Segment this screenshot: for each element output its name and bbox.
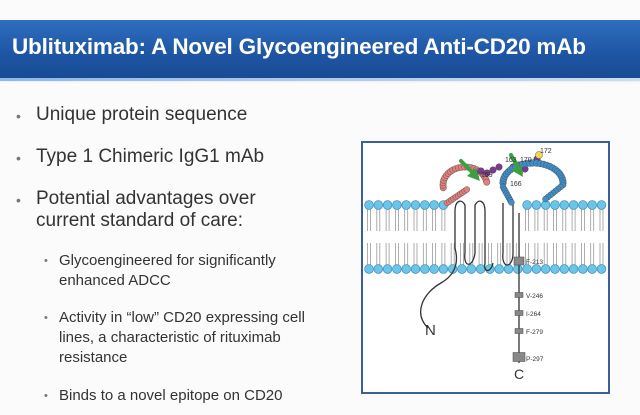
cytoplasmic-sites (512, 256, 526, 362)
lipid-head (578, 264, 588, 274)
lipid-head (475, 264, 486, 274)
lipid-head (410, 200, 421, 210)
site-label-p297: P-297 (526, 356, 544, 363)
site-label-f279: F-279 (526, 329, 543, 336)
slide-title: Ublituximab: A Novel Glycoengineered Ant… (12, 34, 586, 59)
protein-chain (420, 200, 520, 363)
lipid-head (568, 200, 579, 210)
residue-label-159: 159 (481, 172, 493, 179)
lipid-head (364, 200, 374, 210)
residue-bead (463, 186, 471, 193)
sub-bullet-line1: Binds to a novel epitope on CD20 (59, 387, 283, 404)
lipid-head (382, 200, 393, 210)
lipid-head (438, 264, 449, 274)
residue-label-163: 163 (505, 157, 517, 164)
bullet-text: Unique protein sequence (36, 104, 248, 125)
residue-bead (508, 199, 515, 206)
title-rule (0, 78, 640, 81)
residue-label-170: 170 (520, 157, 532, 164)
lipid-head (364, 264, 374, 274)
lipid-head (429, 200, 439, 210)
lipid-head (531, 200, 542, 210)
site-marker (512, 352, 526, 362)
site-label-v246: V-246 (526, 293, 543, 300)
lipid-head (559, 200, 570, 210)
bullet-dot: • (44, 390, 48, 402)
epitope-bead (495, 163, 503, 171)
bullet-dot: • (44, 255, 48, 267)
site-marker (514, 310, 524, 316)
site-marker (514, 292, 524, 298)
lipid-head (578, 200, 588, 210)
lipid-head (541, 264, 551, 274)
bullet-dot: • (16, 150, 21, 166)
lipid-head (373, 200, 383, 210)
epitope-bead (483, 169, 491, 177)
bullet-text: Type 1 Chimeric IgG1 mAb (36, 146, 265, 167)
lipid-head (596, 200, 607, 210)
sub-bullet-line1: Activity in “low” CD20 expressing cell (59, 309, 305, 326)
lipid-head (522, 264, 532, 274)
site-marker (514, 328, 524, 334)
c-terminus-label: C (514, 366, 524, 382)
lipid-head (420, 200, 430, 210)
lipid-head (392, 200, 402, 210)
lipid-head (513, 264, 523, 274)
lipid-head (373, 264, 383, 274)
lipid-head (596, 264, 607, 274)
residue-bead (483, 178, 491, 186)
lipid-head (559, 264, 570, 274)
lipid-bilayer (364, 200, 607, 274)
sub-bullet-line2: lines, a characteristic of rituximab (59, 329, 281, 346)
bullet-text-line2: current standard of care: (36, 210, 243, 231)
cd20-diagram: 159 163 170 172 166 F-213 V-246 I-264 F-… (364, 148, 607, 382)
lipid-head (401, 200, 411, 210)
residue-bead-172 (535, 151, 543, 159)
lipid-head (457, 264, 467, 274)
lipid-head (410, 264, 421, 274)
site-label-f213: F-213 (526, 259, 543, 266)
site-marker (513, 256, 525, 266)
residue-label-172: 172 (540, 148, 552, 155)
arrow-icon (459, 159, 480, 181)
sub-bullet-line3: resistance (59, 349, 128, 366)
lipid-head (401, 264, 411, 274)
bullet-dot: • (16, 192, 21, 208)
lipid-head (531, 264, 542, 274)
site-label-i264: I-264 (526, 311, 541, 318)
bullet-dot: • (44, 312, 48, 324)
arrow-icon (509, 153, 523, 177)
lipid-head (466, 264, 477, 274)
residue-label-166: 166 (510, 181, 522, 188)
sub-bullet-line1: Glycoengineered for significantly (59, 252, 276, 269)
lipid-head (382, 264, 393, 274)
lipid-head (503, 264, 514, 274)
n-terminus-label: N (425, 322, 436, 339)
lipid-head (392, 264, 402, 274)
bullet-text-line1: Potential advantages over (36, 188, 256, 209)
cd20-topology-figure: 159 163 170 172 166 F-213 V-246 I-264 F-… (361, 141, 610, 394)
title-bar: Ublituximab: A Novel Glycoengineered Ant… (0, 20, 640, 78)
lipid-head (494, 264, 504, 274)
lipid-head (550, 200, 560, 210)
epitope-bead (489, 166, 497, 174)
lipid-head (550, 264, 560, 274)
lipid-head (568, 264, 579, 274)
bullet-dot: • (16, 108, 21, 124)
lipid-head (429, 264, 439, 274)
lipid-head (420, 264, 430, 274)
residue-bead (542, 195, 549, 203)
lipid-head (587, 200, 597, 210)
extracellular-loop (439, 151, 567, 207)
lipid-head (522, 200, 532, 210)
sub-bullet-line2: enhanced ADCC (59, 272, 171, 289)
lipid-head (587, 264, 597, 274)
